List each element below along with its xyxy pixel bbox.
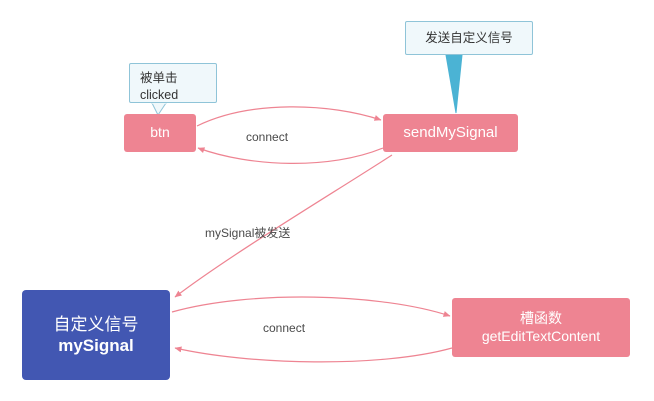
edge-label-connect-top: connect [246,130,289,144]
node-slot-function[interactable]: 槽函数 getEditTextContent [452,298,630,357]
callout-send-custom-signal: 发送自定义信号 [405,21,533,55]
edge-sendmysignal-to-btn [197,147,384,164]
node-btn-label: btn [150,124,170,141]
node-btn[interactable]: btn [124,114,196,152]
node-custom-signal[interactable]: 自定义信号 mySignal [22,290,170,380]
node-sendmysignal[interactable]: sendMySignal [383,114,518,152]
node-signal-line2: mySignal [58,336,134,355]
callout-clicked: 被单击 clicked [129,63,217,103]
edge-btn-to-sendmysignal [196,106,382,127]
node-slot-line2: getEditTextContent [481,327,601,344]
edge-label-mysignal-sent: mySignal被发送 [205,226,291,240]
callout-tail-send [445,54,463,114]
node-sendmysignal-label: sendMySignal [403,123,498,141]
node-slot-line1: 槽函数 [520,310,562,326]
edge-sendmysignal-to-mysignal [174,154,393,298]
callout-clicked-line1: 被单击 [140,71,178,85]
edge-label-connect-bottom: connect [263,321,306,335]
edge-slot-to-mysignal [174,346,453,363]
callout-send-line1: 发送自定义信号 [425,31,513,45]
edge-mysignal-to-slot [171,296,451,317]
callout-clicked-line2: clicked [140,87,179,102]
node-signal-line1: 自定义信号 [53,314,139,334]
